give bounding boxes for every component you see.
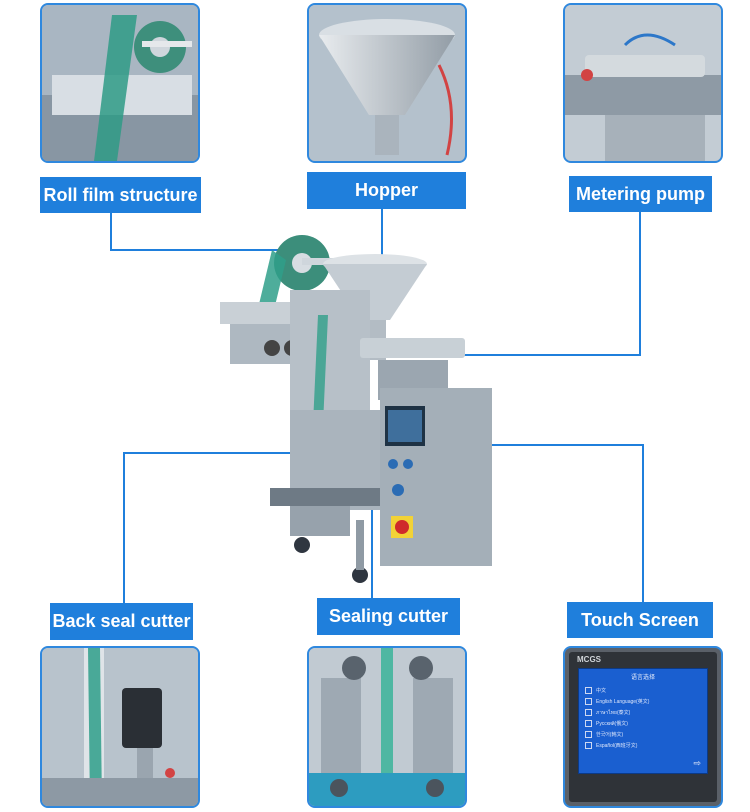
screen-display: 语言选择 中文 English Language(英文) ภาษาไทย(泰文)… <box>578 668 708 774</box>
option-label: Pусский(俄文) <box>596 721 628 727</box>
connector-roll-film-h <box>110 249 296 251</box>
option-label: ภาษาไทย(泰文) <box>596 709 631 716</box>
back-seal-label-text: Back seal cutter <box>52 611 191 631</box>
checkbox-icon <box>585 731 592 738</box>
language-option[interactable]: English Language(英文) <box>585 696 701 707</box>
sealing-cutter-photo <box>307 646 467 808</box>
screen-title: 语言选择 <box>630 675 655 681</box>
language-option[interactable]: Pусский(俄文) <box>585 718 701 729</box>
hopper-photo <box>307 3 467 163</box>
roll-film-label: Roll film structure <box>40 177 201 213</box>
checkbox-icon <box>585 698 592 705</box>
back-seal-photo <box>40 646 200 808</box>
touch-screen-photo: MCGS 语言选择 中文 English Language(英文) ภาษาไท… <box>563 646 723 808</box>
option-label: Español(西班牙文) <box>596 743 638 749</box>
language-option-list: 中文 English Language(英文) ภาษาไทย(泰文) Pусс… <box>585 685 701 751</box>
screen-bezel: MCGS 语言选择 中文 English Language(英文) ภาษาไท… <box>569 652 717 802</box>
option-label: English Language(英文) <box>596 699 650 705</box>
option-label: 中文 <box>596 688 607 694</box>
roll-film-label-text: Roll film structure <box>43 184 198 205</box>
next-arrow-icon[interactable]: ⇨ <box>693 758 701 768</box>
connector-hopper <box>381 209 383 273</box>
connector-backseal-v <box>123 452 125 603</box>
metering-pump-label-text: Metering pump <box>576 183 705 204</box>
sealing-cutter-label-text: Sealing cutter <box>328 606 449 626</box>
language-option[interactable]: Español(西班牙文) <box>585 740 701 751</box>
connector-backseal-h <box>123 452 318 454</box>
hopper-label-text: Hopper <box>355 180 418 200</box>
checkbox-icon <box>585 720 592 727</box>
option-label: 한국어(韩文) <box>596 732 624 738</box>
connector-touch-h <box>410 444 644 446</box>
checkbox-icon <box>585 742 592 749</box>
language-option[interactable]: 中文 <box>585 685 701 696</box>
checkbox-icon <box>585 709 592 716</box>
connector-pump-v <box>639 212 641 356</box>
connector-roll-film <box>110 213 112 251</box>
connector-pump-h <box>393 354 641 356</box>
screen-brand: MCGS <box>577 655 601 664</box>
touch-screen-label-text: Touch Screen <box>581 609 699 630</box>
checkbox-icon <box>585 687 592 694</box>
back-seal-label: Back seal cutter <box>50 603 193 640</box>
language-option[interactable]: ภาษาไทย(泰文) <box>585 707 701 718</box>
touch-screen-label: Touch Screen <box>567 602 713 638</box>
metering-pump-photo <box>563 3 723 163</box>
connector-touch-v <box>642 444 644 602</box>
packing-machine <box>210 220 500 590</box>
metering-pump-label: Metering pump <box>569 176 712 212</box>
sealing-cutter-label: Sealing cutter <box>317 598 460 635</box>
roll-film-photo <box>40 3 200 163</box>
hopper-label: Hopper <box>307 172 466 209</box>
language-option[interactable]: 한국어(韩文) <box>585 729 701 740</box>
connector-sealing-v <box>371 486 373 598</box>
